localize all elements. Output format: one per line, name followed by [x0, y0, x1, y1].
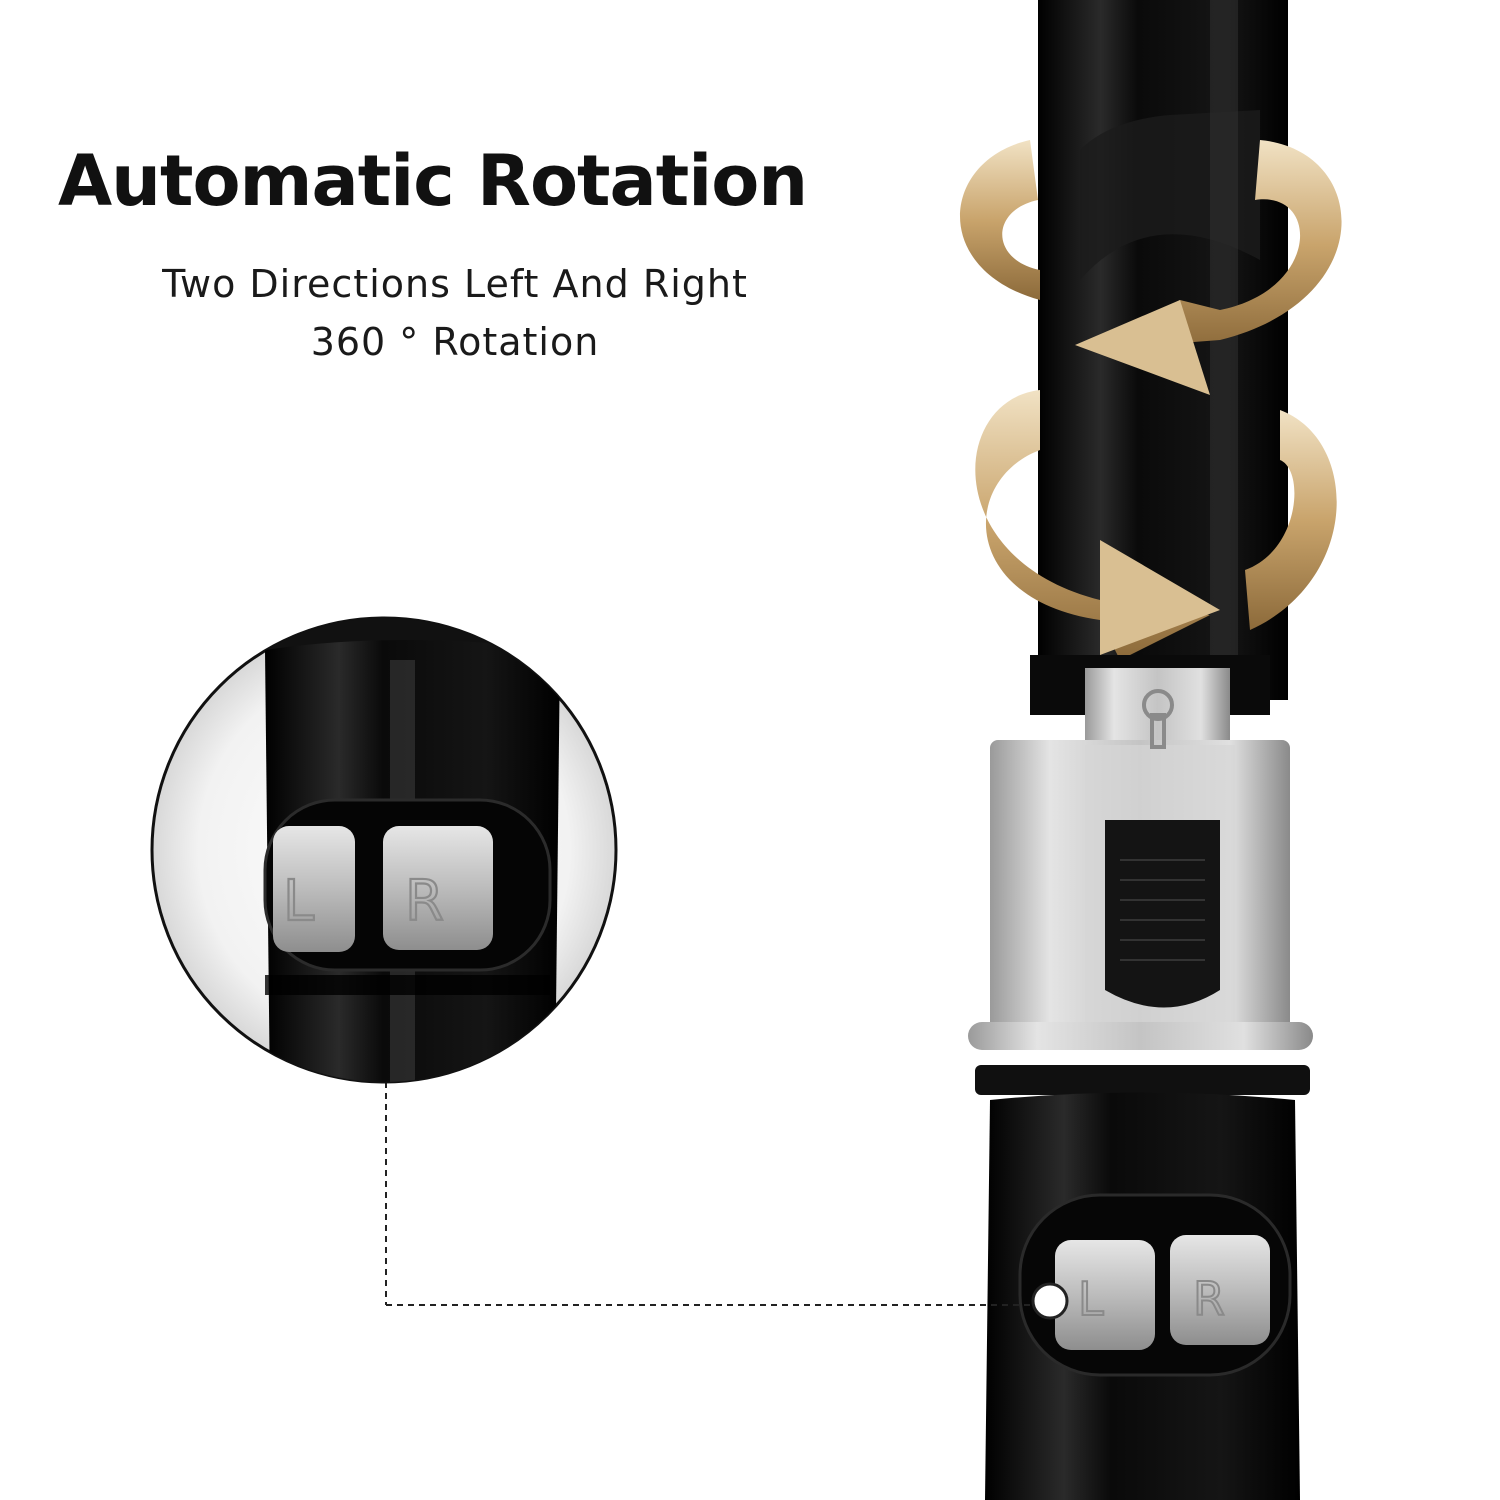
- page-title: Automatic Rotation: [58, 140, 808, 222]
- subtitle-directions: Two Directions Left And Right: [162, 262, 748, 306]
- right-button-label: R: [1193, 1272, 1225, 1326]
- zoom-circle: L R: [150, 616, 618, 1084]
- zoom-right-button: R: [383, 826, 493, 950]
- zoom-left-button: L: [273, 826, 355, 952]
- keyhole-icon: [1142, 689, 1174, 749]
- left-button-label: L: [1078, 1272, 1104, 1326]
- left-button[interactable]: L: [1055, 1240, 1155, 1350]
- barrel-clip: [968, 655, 1313, 1050]
- subtitle-rotation: 360 ° Rotation: [310, 320, 600, 364]
- right-button[interactable]: R: [1170, 1235, 1270, 1345]
- rotation-arrow-icon: [960, 140, 1342, 660]
- zoom-right-label: R: [405, 869, 444, 934]
- zoom-left-label: L: [283, 869, 314, 934]
- callout-line: [385, 1082, 1069, 1320]
